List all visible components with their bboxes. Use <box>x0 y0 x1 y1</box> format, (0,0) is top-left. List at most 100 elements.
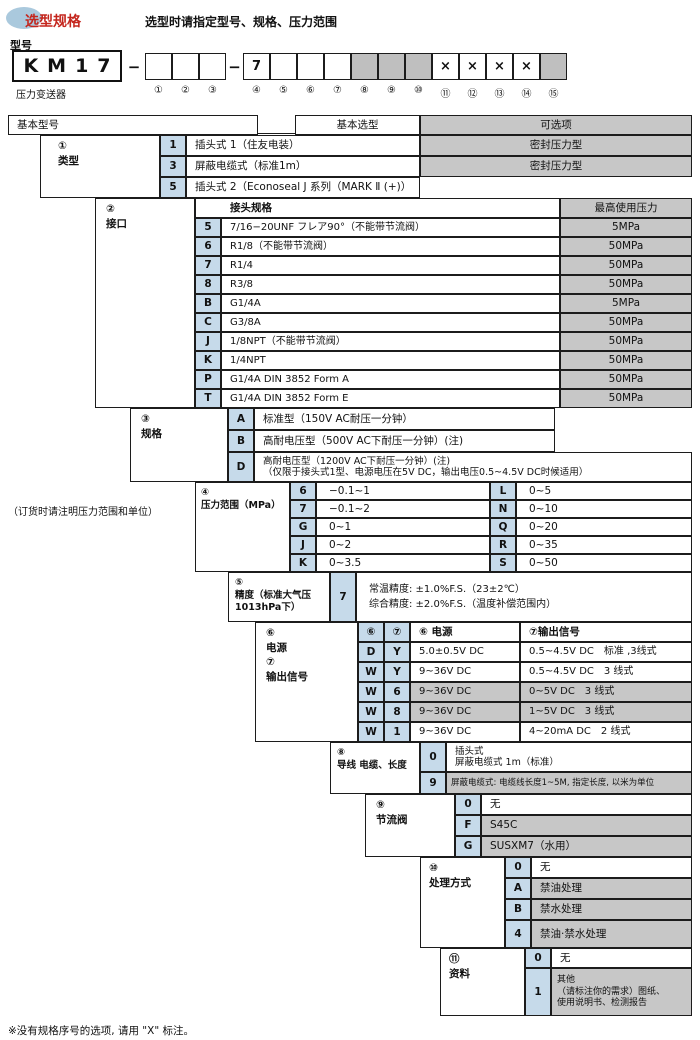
code-cell: W <box>358 682 384 702</box>
digit-num-15: ⑮ <box>548 89 559 100</box>
model-box-10 <box>405 53 432 80</box>
digit-num-8: ⑧ <box>360 85 369 96</box>
range-value-cell: 0~35 <box>516 536 692 554</box>
code-cell: 8 <box>384 702 410 722</box>
desc-cell: 1/8NPT（不能带节流阀） <box>221 332 560 351</box>
output-column-header: ⑦输出信号 <box>520 622 692 642</box>
model-box-6 <box>297 53 324 80</box>
digit-num-1: ① <box>154 85 163 96</box>
group-accuracy-title: 精度（标准大气压1013hPa下） <box>235 590 312 613</box>
accuracy-line2: 综合精度: ±2.0%F.S.（温度补偿范围内） <box>369 598 557 610</box>
footnote: ※没有规格序号的选项, 请用 "X" 标注。 <box>8 1025 195 1037</box>
desc-cell: 1/4NPT <box>221 351 560 370</box>
code-cell: W <box>358 702 384 722</box>
code-cell: 9 <box>420 772 446 794</box>
group-treatment-num: ⑩ <box>429 862 438 874</box>
model-box-9 <box>378 53 405 80</box>
digit-num-14: ⑭ <box>521 89 532 100</box>
code-cell: A <box>228 408 254 430</box>
desc-cell: 高耐电压型（500V AC下耐压一分钟）(注) <box>254 430 555 452</box>
model-box-4: 7 <box>243 53 270 80</box>
digit-num-2: ② <box>181 85 190 96</box>
desc-cell: G3/8A <box>221 313 560 332</box>
pressure-cell: 50MPa <box>560 389 692 408</box>
group-port-title: 接口 <box>106 217 127 230</box>
code-cell: 5 <box>160 177 186 198</box>
header-basic-model: 基本型号 <box>8 115 258 135</box>
code-cell: B <box>195 294 221 313</box>
digit-num-12: ⑫ <box>467 89 478 100</box>
group-cable-num: ⑧ <box>337 747 346 758</box>
group-accuracy-label: ⑤ 精度（标准大气压1013hPa下） <box>228 572 330 622</box>
model-base-code: KM17 <box>12 50 122 82</box>
model-dash-1: − <box>127 57 141 76</box>
code-cell: F <box>455 815 481 836</box>
model-box-3 <box>199 53 226 80</box>
output-cell: 1~5V DC 3 线式 <box>520 702 692 722</box>
spec-d-line2: （仅限于接头式1型、电源电压在5V DC，输出电压0.5~4.5V DC时候适用… <box>263 467 589 478</box>
group-treatment-label: ⑩ 处理方式 <box>420 857 505 948</box>
range-value-cell: 0~20 <box>516 518 692 536</box>
model-box-15 <box>540 53 567 80</box>
header-basic-selection: 基本选型 <box>295 115 420 135</box>
desc-cell: 无 <box>551 948 692 968</box>
docs-row1-line1: 其他 <box>557 974 576 985</box>
pressure-cell: 50MPa <box>560 370 692 389</box>
group-spec-title: 规格 <box>141 427 162 440</box>
model-box-7 <box>324 53 351 80</box>
desc-cell: 禁水处理 <box>531 899 692 920</box>
code-cell: A <box>505 878 531 899</box>
desc-cell: S45C <box>481 815 692 836</box>
desc-cell: 7/16−20UNF フレア90°（不能带节流阀） <box>221 218 560 237</box>
desc-cell: 插头式 1（住友电装） <box>186 135 420 156</box>
range-value-cell: 0~1 <box>316 518 490 536</box>
code-cell: D <box>358 642 384 662</box>
group-cable-title: 导线 电缆、长度 <box>337 760 407 772</box>
range-value-cell: 0~50 <box>516 554 692 572</box>
pressure-cell: 50MPa <box>560 351 692 370</box>
power-code-header: ⑥ <box>358 622 384 642</box>
model-box-11: × <box>432 53 459 80</box>
code-cell: 1 <box>160 135 186 156</box>
code-cell: J <box>195 332 221 351</box>
code-cell: 0 <box>455 794 481 815</box>
pressure-cell: 50MPa <box>560 275 692 294</box>
group-power-num: ⑥ <box>266 627 275 639</box>
model-box-8 <box>351 53 378 80</box>
model-box-13: × <box>486 53 513 80</box>
desc-cell: R3/8 <box>221 275 560 294</box>
group-type-label: ① 类型 <box>40 135 160 198</box>
digit-num-7: ⑦ <box>333 85 342 96</box>
desc-cell: G1/4A DIN 3852 Form A <box>221 370 560 389</box>
code-cell: K <box>195 351 221 370</box>
code-cell: 7 <box>290 500 316 518</box>
group-docs-label: ⑪ 资料 <box>440 948 525 1016</box>
group-throttle-num: ⑨ <box>376 799 385 811</box>
code-cell: 3 <box>160 156 186 177</box>
range-value-cell: −0.1~1 <box>316 482 490 500</box>
group-accuracy-num: ⑤ <box>235 577 244 588</box>
group-port-label: ② 接口 <box>95 198 195 408</box>
pressure-cell: 5MPa <box>560 294 692 313</box>
docs-row1-line3: 使用说明书、检测报告 <box>557 998 648 1009</box>
group-spec-label: ③ 规格 <box>130 408 228 482</box>
code-cell: 7 <box>330 572 356 622</box>
range-value-cell: 0~5 <box>516 482 692 500</box>
code-cell: 6 <box>195 237 221 256</box>
desc-cell: R1/8（不能带节流阀） <box>221 237 560 256</box>
model-base-caption: 压力变送器 <box>16 90 66 101</box>
group-docs-num: ⑪ <box>449 953 460 965</box>
header-options: 可选项 <box>420 115 692 135</box>
output-cell: 4~20mA DC 2 线式 <box>520 722 692 742</box>
power-cell: 5.0±0.5V DC <box>410 642 520 662</box>
port-pressure-column-header: 最高使用压力 <box>560 198 692 218</box>
group-throttle-label: ⑨ 节流阀 <box>365 794 455 857</box>
model-box-12: × <box>459 53 486 80</box>
code-cell: 0 <box>420 742 446 772</box>
model-box-14: × <box>513 53 540 80</box>
model-dash-2: − <box>228 57 241 76</box>
desc-cell: 插头式 2（Econoseal J 系列（MARK Ⅱ (+)） <box>186 177 420 198</box>
output-cell: 0.5~4.5V DC 标准 ,3线式 <box>520 642 692 662</box>
code-cell: G <box>455 836 481 857</box>
group-type-num: ① <box>58 140 67 152</box>
